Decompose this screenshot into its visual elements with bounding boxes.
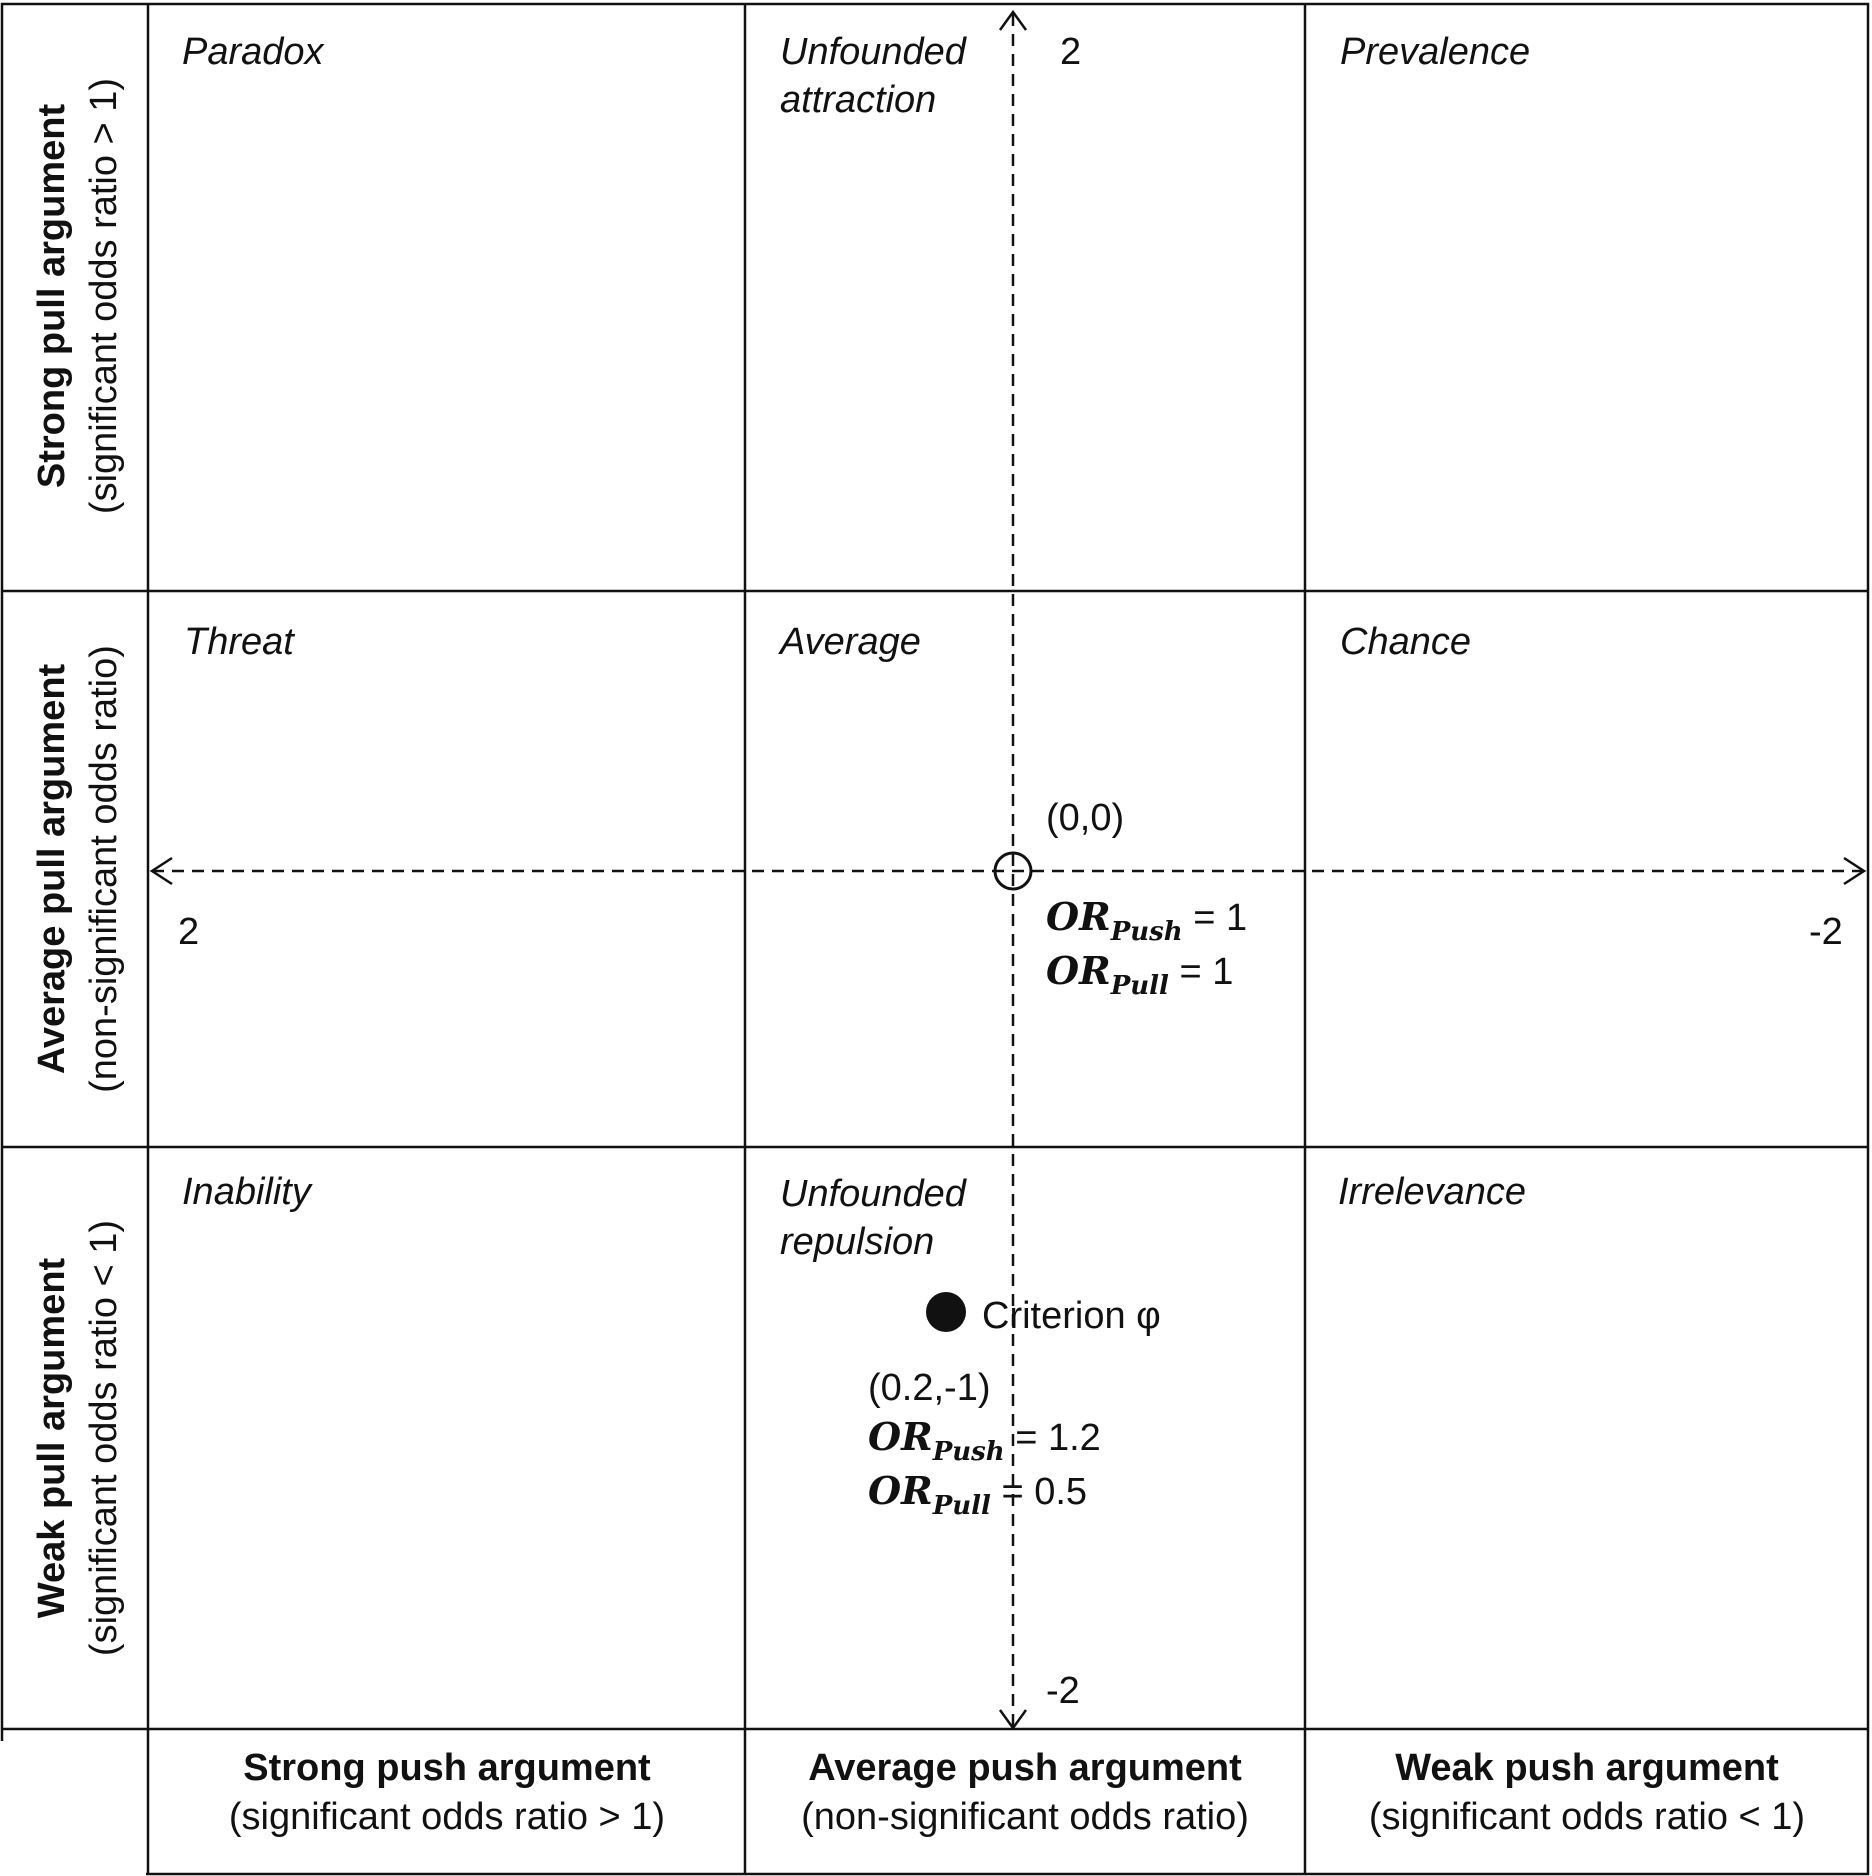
col-label-strong-push-sub: (significant odds ratio > 1)	[229, 1796, 665, 1838]
col-label-average-push-sub: (non-significant odds ratio)	[801, 1796, 1249, 1838]
cell-title-unfounded-repulsion-2: repulsion	[780, 1221, 934, 1263]
criterion-or-push: ORPush = 1.2	[868, 1414, 1101, 1467]
col-label-weak-push-bold: Weak push argument	[1395, 1747, 1779, 1789]
cell-title-chance: Chance	[1340, 621, 1471, 663]
col-label-average-push-bold: Average push argument	[808, 1747, 1242, 1789]
cell-title-irrelevance: Irrelevance	[1338, 1171, 1526, 1213]
row-label-weak-pull: Weak pull argument (significant odds rat…	[31, 1220, 125, 1656]
criterion-marker	[926, 1292, 966, 1332]
col-label-weak-push-sub: (significant odds ratio < 1)	[1369, 1796, 1805, 1838]
y-tick-top: 2	[1060, 31, 1081, 73]
cell-title-unfounded-attraction-2: attraction	[780, 79, 936, 121]
cell-title-paradox: Paradox	[182, 31, 326, 73]
cell-title-average: Average	[778, 621, 921, 663]
origin-or-pull: ORPull = 1	[1046, 948, 1233, 1001]
cell-title-unfounded-attraction-1: Unfounded	[780, 31, 968, 73]
cell-title-prevalence: Prevalence	[1340, 31, 1530, 73]
x-tick-right: -2	[1809, 911, 1843, 953]
criterion-or-pull: ORPull = 0.5	[868, 1468, 1087, 1521]
x-tick-left: 2	[178, 911, 199, 953]
row-label-average-pull: Average pull argument (non-significant o…	[31, 645, 125, 1093]
x-axis-arrow-left	[149, 856, 173, 886]
x-axis-arrow-right	[1843, 856, 1867, 886]
cell-title-unfounded-repulsion-1: Unfounded	[780, 1173, 968, 1215]
y-tick-bottom: -2	[1046, 1670, 1080, 1712]
col-label-strong-push-bold: Strong push argument	[243, 1747, 651, 1789]
cell-title-inability: Inability	[182, 1171, 313, 1213]
y-axis-arrow-top	[998, 9, 1028, 31]
row-label-average-pull-sub: (non-significant odds ratio)	[83, 645, 125, 1093]
origin-coord: (0,0)	[1046, 797, 1124, 839]
row-label-average-pull-bold: Average pull argument	[31, 663, 73, 1074]
criterion-coord: (0.2,-1)	[868, 1367, 990, 1409]
axes	[149, 9, 1867, 1731]
origin-marker	[993, 851, 1033, 891]
row-label-strong-pull-sub: (significant odds ratio > 1)	[83, 78, 125, 514]
row-label-weak-pull-sub: (significant odds ratio < 1)	[83, 1220, 125, 1656]
row-label-strong-pull: Strong pull argument (significant odds r…	[31, 78, 125, 514]
criterion-label: Criterion φ	[982, 1295, 1161, 1337]
corner-blank	[0, 1741, 146, 1876]
y-axis-arrow-bottom	[998, 1709, 1028, 1731]
origin-or-push: ORPush = 1	[1046, 894, 1247, 947]
row-label-strong-pull-bold: Strong pull argument	[31, 104, 73, 489]
cell-title-threat: Threat	[184, 621, 295, 663]
row-label-weak-pull-bold: Weak pull argument	[31, 1257, 73, 1618]
